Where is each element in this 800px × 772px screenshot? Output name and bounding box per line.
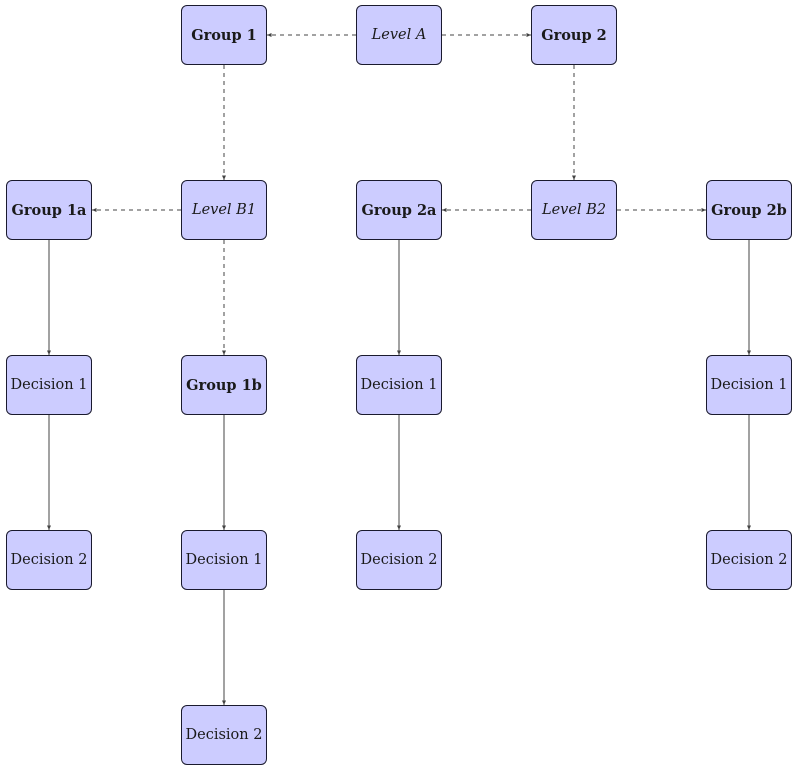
node-label: Decision 1 [10,377,88,393]
node-g2a-decision-1: Decision 1 [356,355,442,415]
node-g1a-decision-2: Decision 2 [6,530,92,590]
node-group-1a: Group 1a [6,180,92,240]
node-label: Level A [371,27,427,43]
node-label: Decision 2 [185,727,263,743]
node-label: Level B1 [191,202,257,218]
node-g1b-decision-2: Decision 2 [181,705,267,765]
node-label: Decision 2 [360,552,438,568]
node-label: Decision 2 [710,552,788,568]
node-label: Decision 2 [10,552,88,568]
node-label: Group 2 [541,26,607,44]
node-level-a: Level A [356,5,442,65]
node-label: Group 1a [11,201,87,219]
node-label: Decision 1 [360,377,438,393]
node-label: Level B2 [541,202,607,218]
node-group-2a: Group 2a [356,180,442,240]
node-g1a-decision-1: Decision 1 [6,355,92,415]
node-group-2b: Group 2b [706,180,792,240]
node-level-b1: Level B1 [181,180,267,240]
node-group-2: Group 2 [531,5,617,65]
node-label: Group 1b [186,376,262,394]
node-label: Group 1 [191,26,257,44]
node-group-1: Group 1 [181,5,267,65]
node-label: Decision 1 [710,377,788,393]
node-g2a-decision-2: Decision 2 [356,530,442,590]
node-g2b-decision-1: Decision 1 [706,355,792,415]
node-g1b-decision-1: Decision 1 [181,530,267,590]
node-level-b2: Level B2 [531,180,617,240]
node-g2b-decision-2: Decision 2 [706,530,792,590]
node-label: Decision 1 [185,552,263,568]
node-label: Group 2a [361,201,437,219]
node-label: Group 2b [711,201,787,219]
node-group-1b: Group 1b [181,355,267,415]
